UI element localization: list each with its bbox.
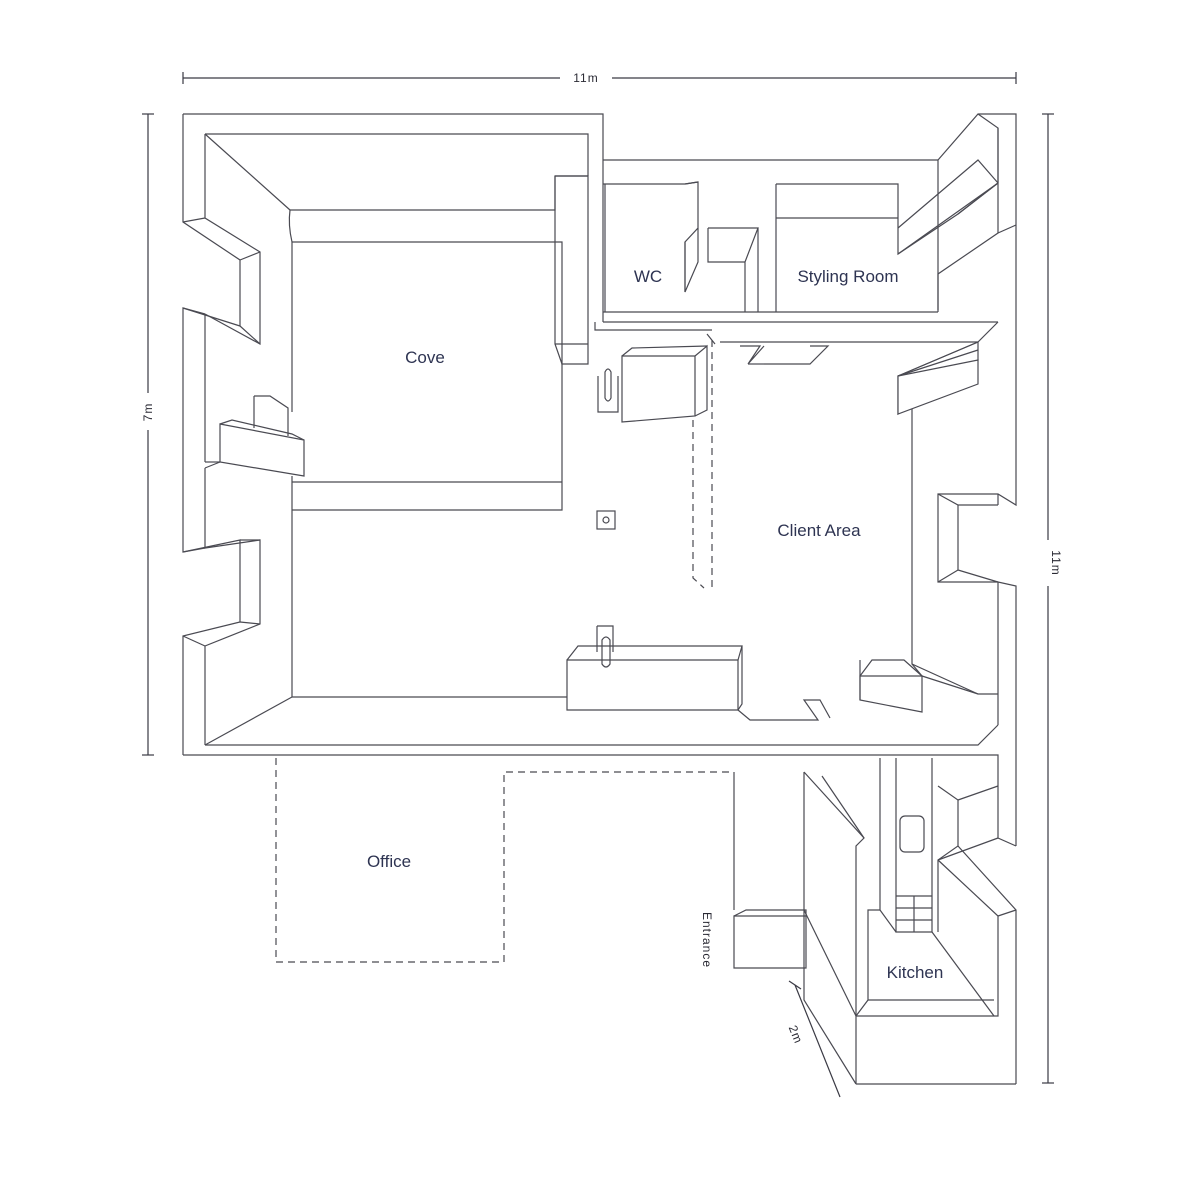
dimension-diagonal: 2m [786, 980, 841, 1098]
dimension-top: 11m [182, 71, 1017, 85]
dimension-left: 7m [141, 113, 155, 756]
wc-styling-block [603, 159, 999, 377]
client-area [566, 322, 998, 721]
room-labels: Cove WC Styling Room Client Area Office … [367, 267, 943, 982]
cove-area [204, 175, 589, 698]
dimension-left-label: 7m [141, 403, 155, 422]
dimension-diagonal-label: 2m [786, 1023, 806, 1046]
client-area-label: Client Area [777, 521, 861, 540]
outer-walls [182, 113, 1017, 847]
dimension-right: 11m [1042, 113, 1063, 1084]
styling-room-label: Styling Room [797, 267, 898, 286]
office-label: Office [367, 852, 411, 871]
wc-label: WC [634, 267, 662, 286]
kitchen-label: Kitchen [887, 963, 944, 982]
entrance-label: Entrance [700, 912, 714, 968]
entrance-corridor [733, 771, 865, 1085]
office-area [275, 758, 734, 963]
dimension-lines: 11m 7m 11m 2m [141, 71, 1063, 1098]
kitchen-area [855, 758, 1017, 1085]
cove-label: Cove [405, 348, 445, 367]
dimension-top-label: 11m [573, 71, 598, 85]
dimension-right-label: 11m [1049, 550, 1063, 575]
